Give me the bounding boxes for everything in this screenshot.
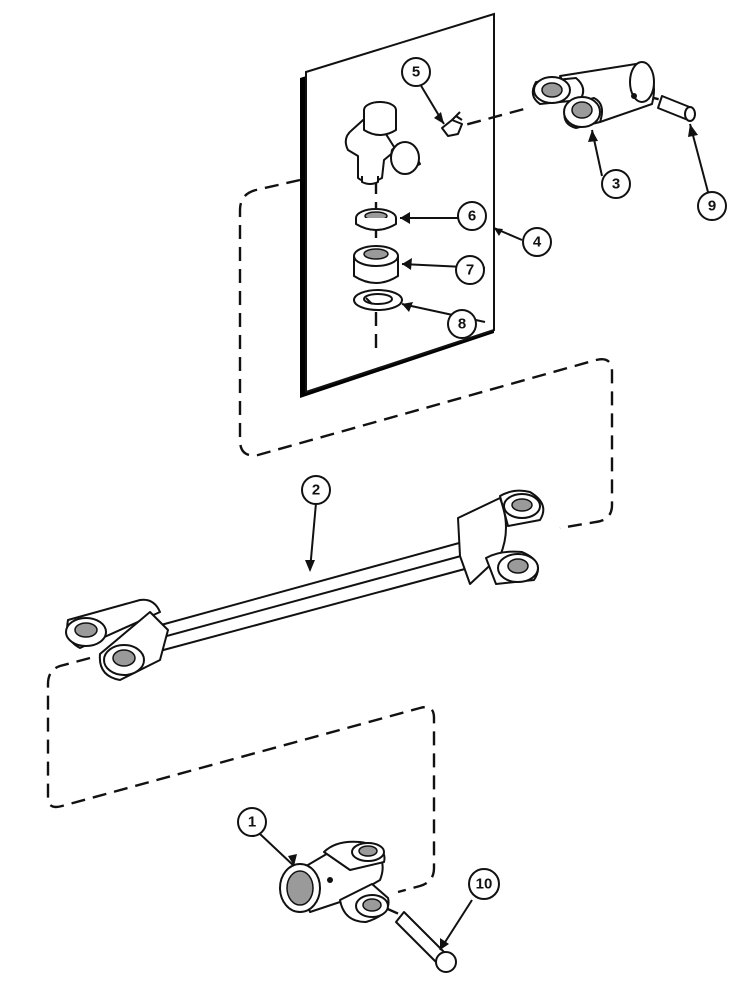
callout-9: 9 [697, 191, 727, 221]
svg-text:9: 9 [708, 198, 716, 215]
svg-text:5: 5 [412, 64, 420, 81]
callout-10: 10 [468, 868, 500, 900]
bearing-cup [353, 245, 399, 284]
callout-2: 2 [301, 475, 331, 505]
seal-ring [355, 208, 397, 231]
svg-text:8: 8 [458, 316, 466, 333]
svg-text:10: 10 [476, 876, 493, 893]
callout-6: 6 [457, 201, 487, 231]
callout-7: 7 [455, 255, 485, 285]
svg-text:2: 2 [312, 482, 320, 499]
grease-fitting [441, 111, 463, 137]
yoke-lower [279, 840, 390, 923]
svg-text:4: 4 [533, 234, 542, 251]
clevis-pin-lower [395, 911, 457, 973]
snap-ring [353, 289, 403, 311]
driveshaft [65, 489, 545, 681]
callout-1: 1 [237, 807, 267, 837]
roll-pin-upper [657, 95, 696, 122]
svg-text:3: 3 [612, 176, 620, 193]
svg-text:7: 7 [466, 262, 474, 279]
universal-joint-cross [344, 101, 421, 185]
repair-kit-panel [300, 12, 495, 398]
svg-text:6: 6 [468, 208, 476, 225]
callout-5: 5 [401, 57, 431, 87]
callout-8: 8 [447, 309, 477, 339]
yoke-upper [531, 61, 655, 129]
leader-arrowheads [288, 112, 698, 950]
svg-text:1: 1 [248, 814, 256, 831]
callout-3: 3 [601, 169, 631, 199]
callout-4: 4 [522, 227, 552, 257]
